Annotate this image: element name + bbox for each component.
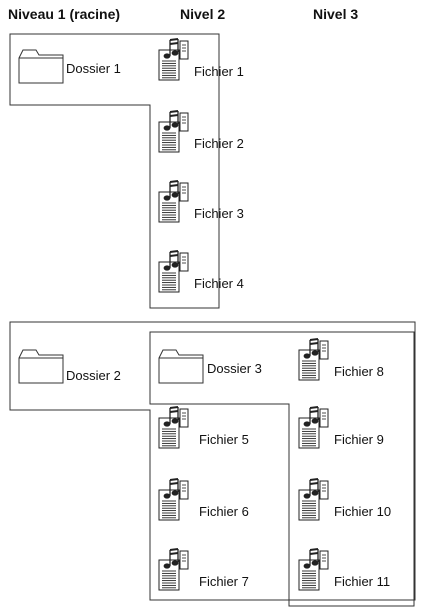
file-label: Fichier 10 — [334, 504, 392, 519]
file-label: Fichier 11 — [334, 574, 391, 589]
folder-label-dossier-3: Dossier 3 — [207, 361, 262, 376]
music-file-icon — [296, 406, 334, 455]
music-file-icon — [156, 406, 194, 455]
file-label: Fichier 9 — [334, 432, 384, 447]
folder-icon — [18, 348, 64, 389]
folder-icon — [158, 348, 204, 389]
music-file-icon — [296, 338, 334, 387]
header-level3: Nivel 3 — [313, 6, 359, 22]
file-label: Fichier 4 — [194, 276, 244, 291]
folder-icon — [18, 48, 64, 89]
file-label: Fichier 3 — [194, 206, 244, 221]
music-file-icon — [156, 38, 194, 87]
file-label: Fichier 8 — [334, 364, 384, 379]
file-label: Fichier 5 — [199, 432, 249, 447]
music-file-icon — [156, 250, 194, 299]
music-file-icon — [156, 548, 194, 597]
header-level1: Niveau 1 (racine) — [8, 6, 121, 22]
file-label: Fichier 7 — [199, 574, 249, 589]
file-label: Fichier 2 — [194, 136, 244, 151]
music-file-icon — [156, 478, 194, 527]
group1-outline — [9, 33, 220, 309]
music-file-icon — [296, 478, 334, 527]
group2-inner-outline — [149, 331, 415, 607]
music-file-icon — [156, 110, 194, 159]
group2-outline — [9, 321, 416, 601]
file-label: Fichier 1 — [194, 64, 244, 79]
header-level2: Nivel 2 — [180, 6, 226, 22]
folder-label-dossier-1: Dossier 1 — [66, 61, 121, 76]
folder-label-dossier-2: Dossier 2 — [66, 368, 121, 383]
music-file-icon — [156, 180, 194, 229]
music-file-icon — [296, 548, 334, 597]
file-label: Fichier 6 — [199, 504, 249, 519]
